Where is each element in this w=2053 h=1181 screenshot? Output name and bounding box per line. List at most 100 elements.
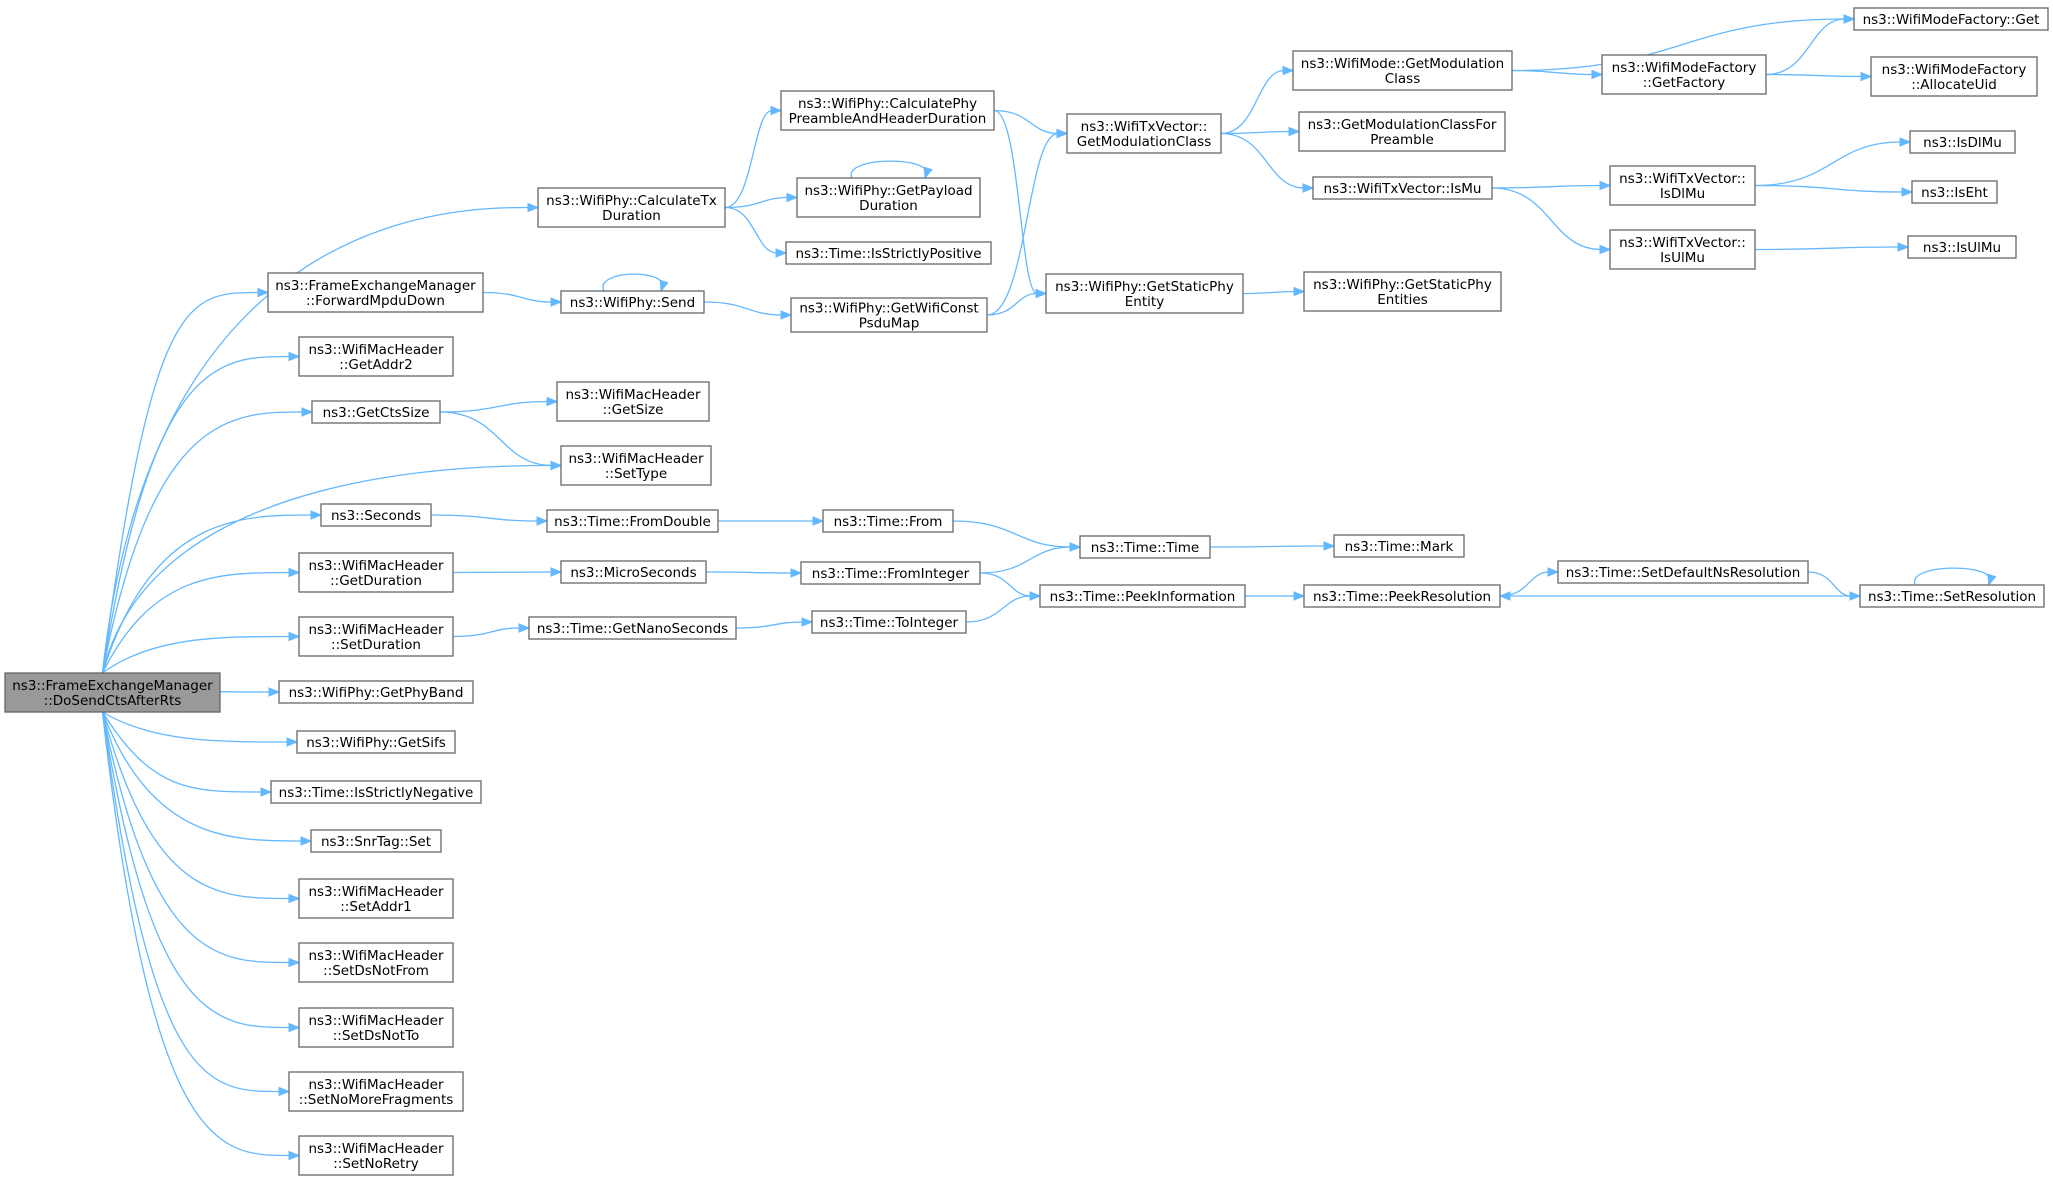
arrowhead-icon — [550, 567, 563, 577]
node-is-strictly-pos[interactable]: ns3::Time::IsStrictlyPositive — [785, 241, 992, 265]
node-factory-get-factory[interactable]: ns3::WifiModeFactory::GetFactory — [1601, 54, 1767, 95]
node-box — [1870, 56, 2038, 97]
node-seconds[interactable]: ns3::Seconds — [320, 503, 432, 527]
node-box — [822, 509, 954, 533]
node-box — [1609, 165, 1756, 206]
edge-line — [965, 595, 1032, 623]
node-label: ns3::WifiMode::GetModulation — [1301, 56, 1504, 72]
node-is-strictly-neg[interactable]: ns3::Time::IsStrictlyNegative — [270, 780, 482, 804]
node-label: ns3::WifiTxVector::IsMu — [1324, 181, 1482, 197]
node-is-mu[interactable]: ns3::WifiTxVector::IsMu — [1312, 176, 1493, 200]
arrowhead-icon — [527, 202, 540, 213]
node-tx-is-ul-mu[interactable]: ns3::WifiTxVector::IsUlMu — [1609, 229, 1756, 270]
node-set-ds-not-from[interactable]: ns3::WifiMacHeader::SetDsNotFrom — [298, 942, 454, 983]
edge-line — [1491, 184, 1602, 189]
arrowhead-icon — [1293, 591, 1306, 601]
edge-line — [101, 711, 303, 842]
node-root[interactable]: ns3::FrameExchangeManager::DoSendCtsAfte… — [4, 672, 221, 713]
node-peek-info[interactable]: ns3::Time::PeekInformation — [1039, 584, 1246, 608]
node-get-cts-size[interactable]: ns3::GetCtsSize — [311, 400, 441, 424]
edge-root-to-set-addr1 — [101, 711, 301, 904]
node-get-size[interactable]: ns3::WifiMacHeader::GetSize — [556, 381, 710, 422]
node-set-no-retry[interactable]: ns3::WifiMacHeader::SetNoRetry — [298, 1135, 454, 1176]
node-mode-get-mod-class[interactable]: ns3::WifiMode::GetModulationClass — [1292, 50, 1513, 91]
arrowhead-icon — [278, 1086, 291, 1097]
arrowhead-icon — [268, 687, 281, 697]
node-set-ds-not-to[interactable]: ns3::WifiMacHeader::SetDsNotTo — [298, 1007, 454, 1048]
edge-calc-preamble-to-get-static-phy — [993, 109, 1048, 299]
node-label: ns3::WifiPhy::Send — [570, 295, 695, 311]
node-snr-set[interactable]: ns3::SnrTag::Set — [310, 829, 442, 853]
edge-line — [1754, 141, 1902, 187]
node-label: ns3::WifiTxVector:: — [1619, 171, 1746, 187]
node-send[interactable]: ns3::WifiPhy::Send — [560, 290, 705, 314]
node-from-double[interactable]: ns3::Time::FromDouble — [546, 509, 719, 533]
node-box — [296, 730, 456, 754]
node-set-res[interactable]: ns3::Time::SetResolution — [1859, 584, 2045, 608]
call-graph-nodes: ns3::FrameExchangeManager::DoSendCtsAfte… — [4, 7, 2049, 1176]
node-peek-res[interactable]: ns3::Time::PeekResolution — [1303, 584, 1501, 608]
edge-line — [850, 160, 927, 179]
node-label: ns3::WifiModeFactory::Get — [1863, 12, 2040, 28]
node-time-time[interactable]: ns3::Time::Time — [1079, 535, 1211, 559]
node-label: ns3::WifiTxVector:: — [1619, 235, 1746, 251]
node-set-type[interactable]: ns3::WifiMacHeader::SetType — [560, 445, 712, 486]
edge-line — [101, 411, 304, 674]
node-is-dl-mu[interactable]: ns3::IsDlMu — [1909, 130, 2016, 154]
node-tx-is-dl-mu[interactable]: ns3::WifiTxVector::IsDlMu — [1609, 165, 1756, 206]
edge-factory-get-factory-to-allocate-uid — [1765, 71, 1873, 82]
node-box — [1609, 229, 1756, 270]
node-from[interactable]: ns3::Time::From — [822, 509, 954, 533]
node-label: ns3::WifiPhy::CalculateTx — [546, 193, 717, 209]
node-tx-get-mod-class[interactable]: ns3::WifiTxVector::GetModulationClass — [1066, 113, 1222, 154]
node-box — [560, 560, 707, 584]
node-box — [1312, 176, 1493, 200]
node-set-no-more-frag[interactable]: ns3::WifiMacHeader::SetNoMoreFragments — [288, 1071, 464, 1112]
node-get-duration[interactable]: ns3::WifiMacHeader::GetDuration — [298, 552, 454, 593]
node-allocate-uid[interactable]: ns3::WifiModeFactory::AllocateUid — [1870, 56, 2038, 97]
node-box — [310, 829, 442, 853]
node-get-addr2[interactable]: ns3::WifiMacHeader::GetAddr2 — [298, 336, 454, 377]
node-from-integer[interactable]: ns3::Time::FromInteger — [800, 561, 981, 585]
node-micro-seconds[interactable]: ns3::MicroSeconds — [560, 560, 707, 584]
edge-micro-seconds-to-from-integer — [705, 568, 803, 578]
node-to-integer[interactable]: ns3::Time::ToInteger — [811, 610, 967, 634]
node-fwd-mpdu[interactable]: ns3::FrameExchangeManager::ForwardMpduDo… — [267, 272, 484, 313]
edge-time-time-to-mark — [1209, 541, 1336, 551]
node-set-addr1[interactable]: ns3::WifiMacHeader::SetAddr1 — [298, 878, 454, 919]
node-box — [1066, 113, 1222, 154]
arrowhead-icon — [1029, 591, 1042, 601]
node-label: Duration — [602, 208, 661, 224]
node-label: ::SetDuration — [331, 637, 421, 653]
edge-from-to-time-time — [952, 520, 1082, 552]
node-box — [780, 90, 995, 131]
node-mark[interactable]: ns3::Time::Mark — [1333, 534, 1465, 558]
edge-line — [102, 711, 289, 743]
arrowhead-icon — [1899, 137, 1912, 147]
node-label: IsDlMu — [1660, 186, 1705, 202]
edge-line — [724, 109, 773, 209]
node-get-nano[interactable]: ns3::Time::GetNanoSeconds — [528, 616, 737, 640]
edge-get-cts-size-to-set-type — [439, 411, 563, 471]
node-box — [800, 561, 981, 585]
node-set-duration[interactable]: ns3::WifiMacHeader::SetDuration — [298, 616, 454, 657]
node-label: Preamble — [1370, 132, 1434, 148]
edge-root-to-get-sifs — [102, 711, 299, 747]
node-get-sifs[interactable]: ns3::WifiPhy::GetSifs — [296, 730, 456, 754]
node-is-eht[interactable]: ns3::IsEht — [1911, 180, 1998, 204]
arrowhead-icon — [288, 567, 301, 578]
node-get-phy-band[interactable]: ns3::WifiPhy::GetPhyBand — [278, 680, 474, 704]
node-box — [811, 610, 967, 634]
node-factory-get[interactable]: ns3::WifiModeFactory::Get — [1853, 7, 2049, 31]
node-is-ul-mu[interactable]: ns3::IsUlMu — [1907, 235, 2017, 259]
node-label: ns3::WifiPhy::CalculatePhy — [798, 96, 977, 112]
node-calc-preamble[interactable]: ns3::WifiPhy::CalculatePhyPreambleAndHea… — [780, 90, 995, 131]
node-set-default-ns[interactable]: ns3::Time::SetDefaultNsResolution — [1557, 560, 1809, 584]
edge-line — [101, 711, 291, 1157]
